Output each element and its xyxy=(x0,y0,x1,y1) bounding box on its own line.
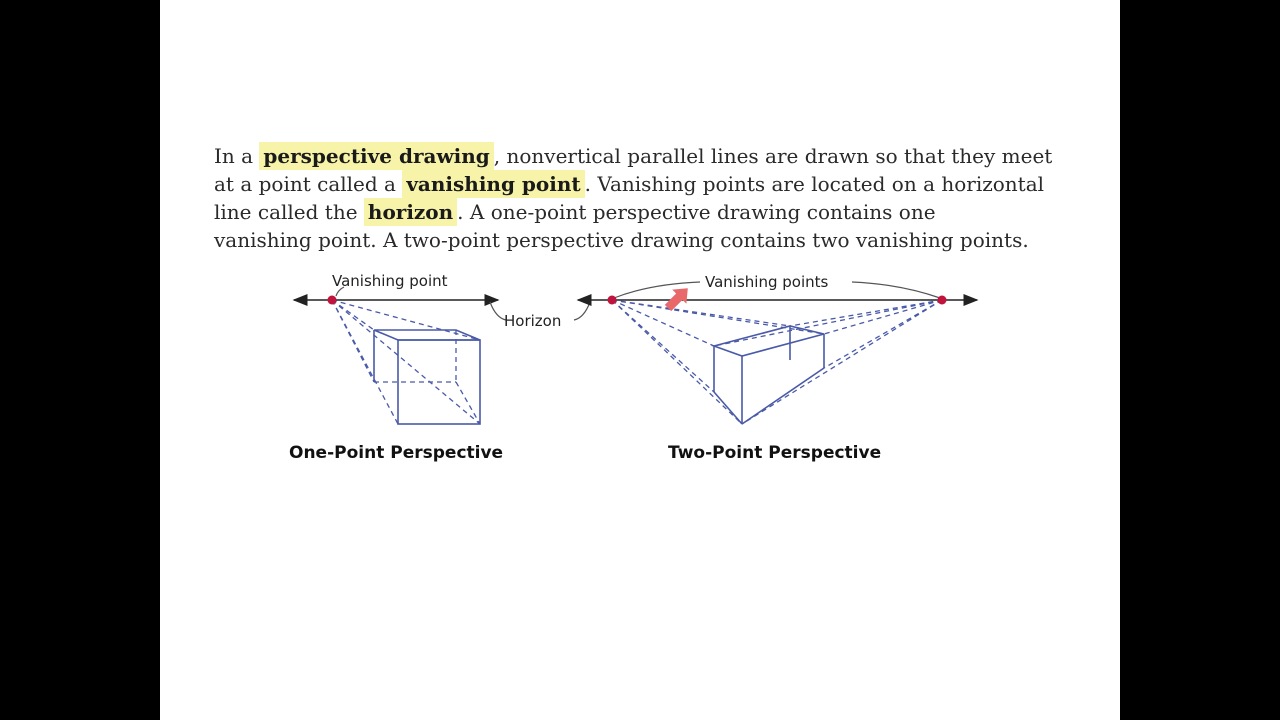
paragraph-line-1: In a perspective drawing, nonvertical pa… xyxy=(214,142,1094,170)
text-run: In a xyxy=(214,144,260,168)
horizon-bracket-left xyxy=(489,301,507,321)
term-horizon: horizon xyxy=(363,198,458,226)
paragraph-line-2: at a point called a vanishing point. Van… xyxy=(214,170,1094,198)
two-point-vanishing-dot-right xyxy=(937,295,947,305)
vanishing-points-leader-left xyxy=(613,281,701,299)
vanishing-point-label: Vanishing point xyxy=(332,272,448,290)
one-point-caption: One-Point Perspective xyxy=(289,443,503,463)
vanishing-point-leader xyxy=(335,286,345,297)
two-point-caption: Two-Point Perspective xyxy=(668,443,881,463)
slide: In a perspective drawing, nonvertical pa… xyxy=(160,0,1120,720)
one-point-cube xyxy=(373,329,481,425)
definition-paragraph: In a perspective drawing, nonvertical pa… xyxy=(214,142,1094,254)
horizon-label: Horizon xyxy=(504,312,561,330)
one-point-convergence-lines xyxy=(331,299,481,425)
two-point-box xyxy=(711,325,825,425)
text-run: . A one-point perspective drawing contai… xyxy=(457,200,936,224)
horizon-bracket-right xyxy=(573,301,591,321)
one-point-diagram: Vanishing point Horizon One-Point Perspe… xyxy=(289,272,591,463)
paragraph-line-3: line called the horizon. A one-point per… xyxy=(214,198,1094,226)
perspective-figure: Vanishing point Horizon One-Point Perspe… xyxy=(289,272,979,463)
paragraph-line-4: vanishing point. A two-point perspective… xyxy=(214,228,1029,252)
text-run: line called the xyxy=(214,200,364,224)
one-point-cube-hidden-edges xyxy=(374,330,481,425)
red-arrow-cursor-icon xyxy=(664,288,688,312)
vanishing-points-label: Vanishing points xyxy=(705,273,829,291)
one-point-vanishing-dot xyxy=(327,295,337,305)
term-perspective-drawing: perspective drawing xyxy=(259,142,494,170)
two-point-diagram: Vanishing points xyxy=(576,273,979,463)
two-point-convergence-lines xyxy=(611,299,943,425)
text-run: , nonvertical parallel lines are drawn s… xyxy=(493,144,1053,168)
text-run: . Vanishing points are located on a hori… xyxy=(584,172,1045,196)
two-point-vanishing-dot-left xyxy=(607,295,617,305)
vanishing-points-leader-right xyxy=(851,281,941,299)
text-run: at a point called a xyxy=(214,172,403,196)
term-vanishing-point: vanishing point xyxy=(402,170,585,198)
